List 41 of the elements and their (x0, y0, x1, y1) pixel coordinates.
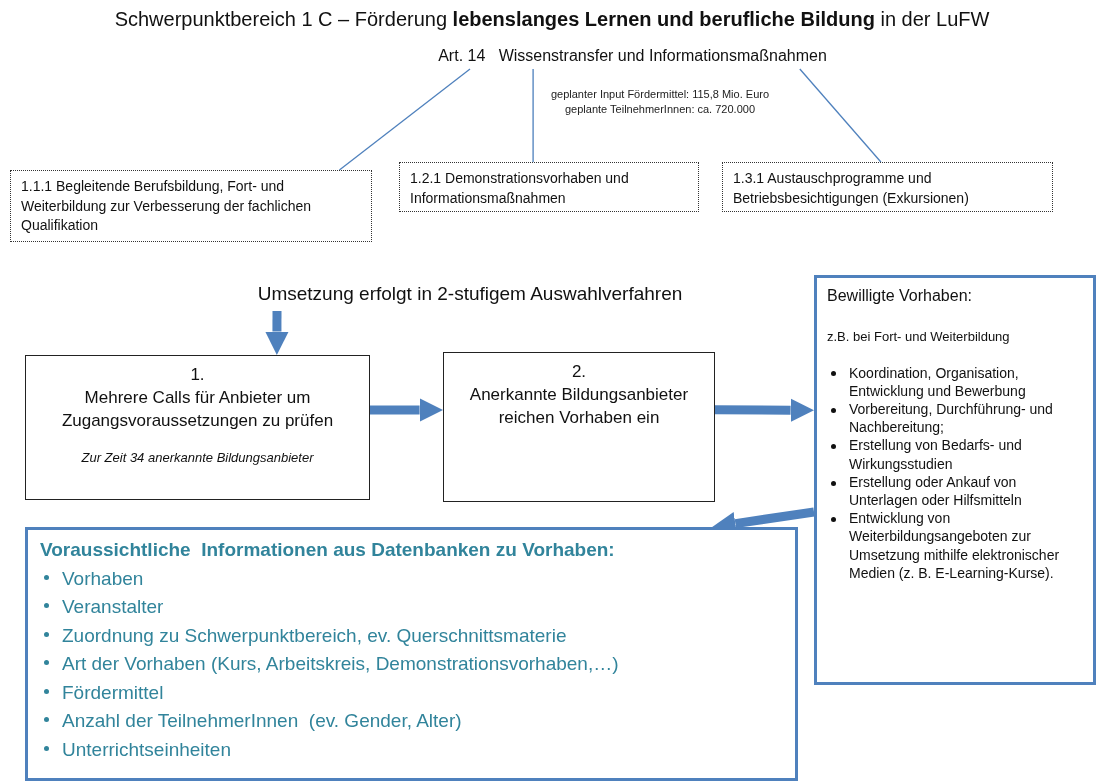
list-item: Koordination, Organisation, Entwicklung und Bewerbung (827, 363, 1083, 401)
process-box (722, 162, 1053, 212)
box-subheading: z.B. bei Fort- und Weiterbildung (827, 328, 1011, 346)
process-box (399, 162, 699, 212)
note-text: geplanter Input Fördermittel: 115,8 Mio. Euro (549, 88, 771, 100)
box-heading: Bewilligte Vorhaben: (827, 286, 973, 306)
note-text: geplante TeilnehmerInnen: ca. 720.000 (564, 103, 756, 115)
heading-text: Umsetzung erfolgt in 2-stufigem Auswahlverfahren (220, 283, 720, 311)
arrow (370, 398, 443, 422)
arrow (714, 398, 814, 422)
box-text: 1.3.1 Austauschprogramme und Betriebsbesichtigungen (Exkursionen) (733, 169, 970, 208)
box-text: 1.2.1 Demonstrationsvorhaben und Informationsmaßnahmen (410, 169, 630, 208)
section-heading: Art. 14 Wissenstransfer und Informationsmaßnahmen (390, 47, 875, 69)
process-box (443, 352, 715, 502)
process-box (10, 170, 372, 242)
list-item: Anzahl der TeilnehmerInnen (ev. Gender, Alter) (40, 707, 783, 736)
connector-line (338, 68, 471, 171)
step-number: 2. (570, 361, 588, 383)
connector-line (532, 68, 534, 163)
list-item: Art der Vorhaben (Kurs, Arbeitskreis, Demonstrationsvorhaben,…) (40, 650, 783, 679)
box-heading: Voraussichtliche Informationen aus Datenbanken zu Vorhaben: (40, 538, 616, 562)
process-box (814, 275, 1096, 685)
note-text: Zur Zeit 34 anerkannte Bildungsanbieter (80, 448, 315, 467)
diagram-title: Schwerpunktbereich 1 C – Förderung lebenslanges Lernen und berufliche Bildung in der LuFW (113, 8, 991, 31)
list-item: Erstellung oder Ankauf von Unterlagen oder Hilfsmitteln (827, 472, 1083, 510)
list-item: Fördermittel (40, 678, 783, 707)
box-text: 1.1.1 Begleitende Berufsbildung, Fort- und Weiterbildung zur Verbesserung der fachlichen Qualifikation (21, 177, 313, 236)
box-text: Anerkannte Bildungsanbieter reichen Vorhaben ein (468, 383, 690, 429)
box-text: Mehrere Calls für Anbieter um Zugangsvoraussetzungen zu prüfen (60, 386, 335, 432)
list-item: Unterrichtseinheiten (40, 735, 783, 764)
arrow (265, 311, 289, 355)
list-item: Erstellung von Bedarfs- und Wirkungsstudien (827, 436, 1083, 473)
process-box (25, 527, 798, 781)
list-item: Vorhaben (40, 564, 783, 593)
list-item: Entwicklung von Weiterbildungsangeboten zur Umsetzung mithilfe elektronischer Medien (z. B. E-Learning-Kurse). (827, 509, 1083, 582)
list-item: Vorbereitung, Durchführung- und Nachbereitung; (827, 400, 1083, 437)
connector-line (799, 68, 882, 163)
step-number: 1. (189, 364, 206, 386)
list-item: Zuordnung zu Schwerpunktbereich, ev. Querschnittsmaterie (40, 621, 783, 650)
process-box (25, 355, 370, 500)
list-item: Veranstalter (40, 593, 783, 622)
